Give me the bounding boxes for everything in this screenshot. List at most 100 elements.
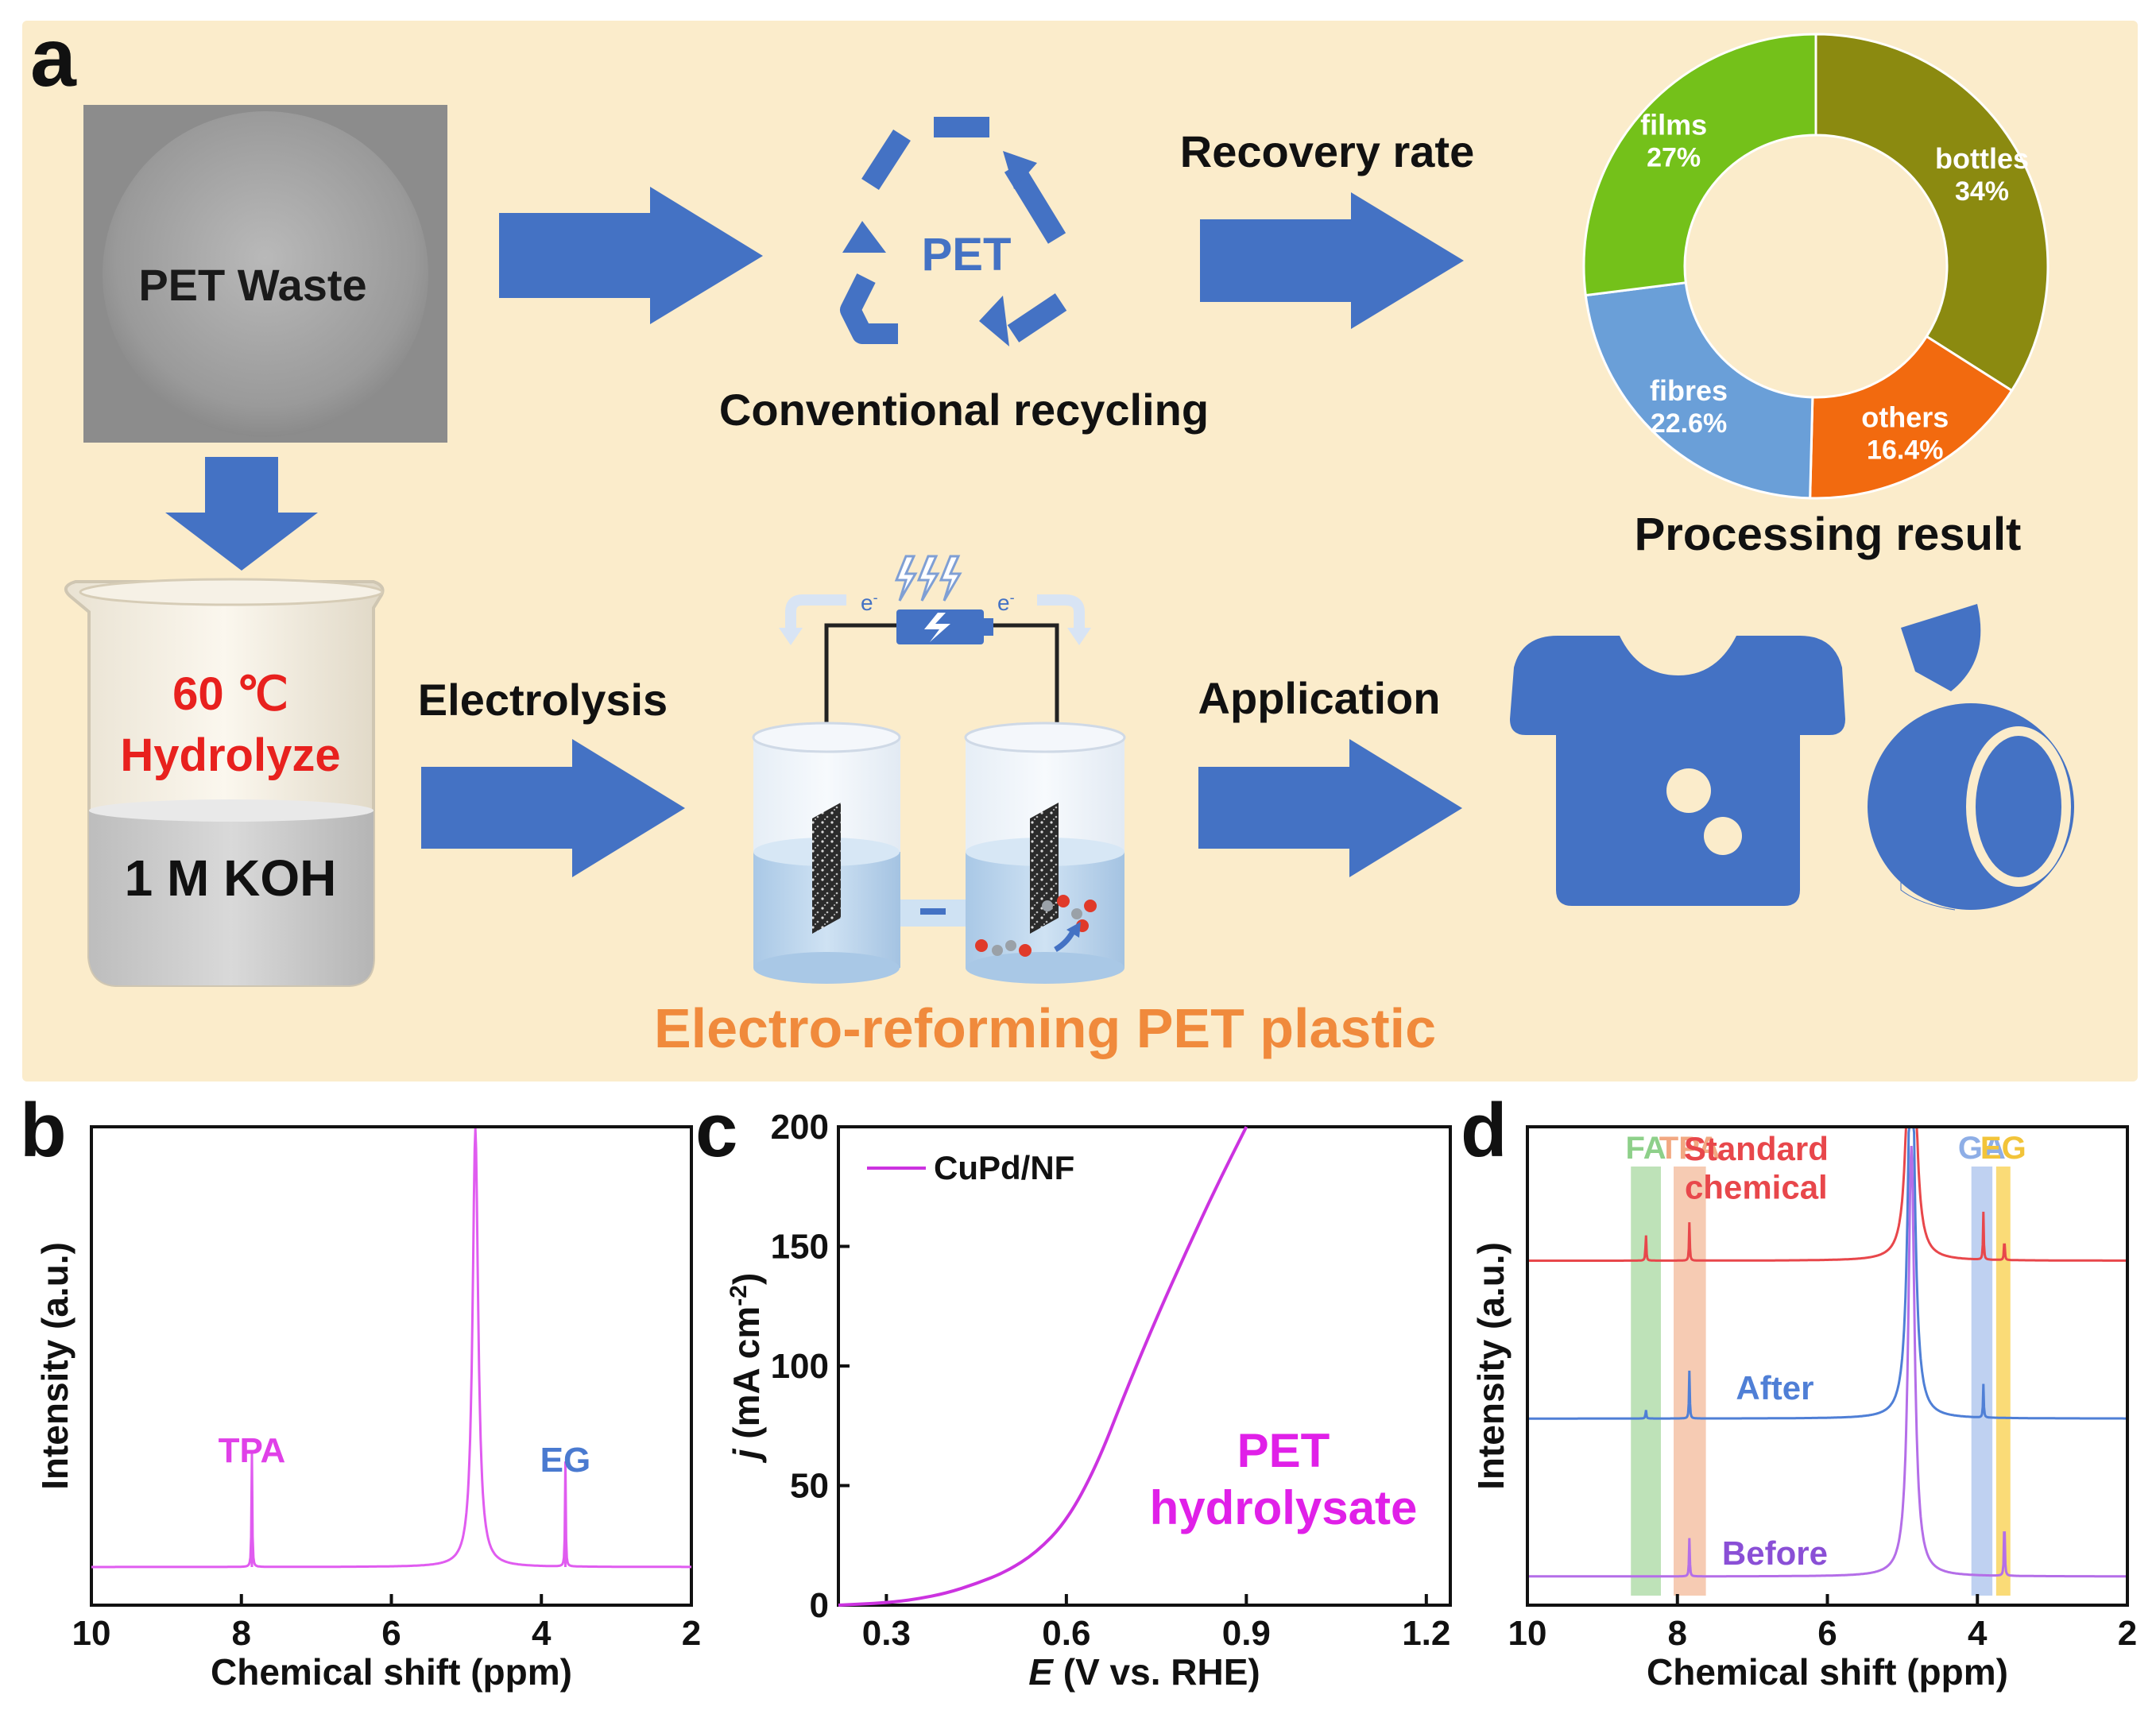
chart-c-x-tick-label: 0.3 <box>862 1614 911 1653</box>
chart-c-y-axis-label: j (mA cm-2) <box>726 1273 767 1464</box>
chart-d-series-label-standard-line2: chemical <box>1685 1168 1828 1205</box>
electron-flow-arrow-left <box>785 594 846 632</box>
electrolysis-label: Electrolysis <box>418 675 668 725</box>
pet-waste-photo: PET Waste <box>83 105 447 443</box>
chart-d-series-line-after <box>1527 1125 2127 1420</box>
chart-d-band-label-ga: GA <box>1958 1131 2006 1166</box>
chart-b-y-axis-label: Intensity (a.u.) <box>34 1242 75 1490</box>
processing-result-label: Processing result <box>1635 509 2022 560</box>
donut-label-fibres: fibres <box>1650 374 1728 407</box>
chart-d-band-label-fa: FA <box>1626 1131 1666 1166</box>
chart-d-series-label-before: Before <box>1722 1534 1828 1572</box>
chart-b-x-axis-label: Chemical shift (ppm) <box>211 1651 572 1693</box>
chart-c-x-tick-label: 0.9 <box>1222 1614 1271 1653</box>
tshirt-icon <box>1510 636 1845 906</box>
donut-slice-films <box>1582 33 1817 297</box>
chart-b-annotation-eg: EG <box>540 1441 591 1480</box>
panel-a-footer-title: Electro-reforming PET plastic <box>654 997 1436 1059</box>
tape-roll-icon <box>1868 604 2074 911</box>
chart-b-x-tick-label: 6 <box>381 1614 401 1653</box>
chart-d-series-label-standard-line1: Standard <box>1684 1130 1829 1167</box>
chart-c-legend-label: CuPd/NF <box>934 1149 1074 1186</box>
chart-d-series-line-standard-chemical <box>1527 1125 2127 1262</box>
arrow-to-donut <box>1200 192 1464 329</box>
anode-electrode <box>812 803 841 934</box>
chart-c-y-tick-label: 150 <box>771 1228 829 1267</box>
arrow-to-recycling <box>499 187 763 324</box>
donut-slice-bottles <box>1814 33 2050 393</box>
donut-value-bottles: 34% <box>1955 176 2009 207</box>
chart-c-x-tick-label: 1.2 <box>1402 1614 1450 1653</box>
pet-waste-label: PET Waste <box>138 260 366 310</box>
chart-b-x-tick-label: 2 <box>682 1614 701 1653</box>
chart-d-x-tick-label: 6 <box>1817 1614 1837 1653</box>
chart-c-y-tick-label: 100 <box>771 1347 829 1386</box>
panel-b: b 10 8 6 4 2 TPA EG Chemical shift (ppm) Intensi… <box>20 1088 701 1693</box>
arrow-to-electrolysis <box>421 739 685 877</box>
chart-d-band-label-tpa: TPA <box>1659 1131 1721 1166</box>
chart-d-x-tick-label: 10 <box>1508 1614 1547 1653</box>
recycling-pet-label: PET <box>922 229 1012 281</box>
beaker-temperature-label: 60 ℃ <box>172 668 288 720</box>
application-label: Application <box>1198 673 1441 723</box>
chart-c-annotation-line2: hydrolysate <box>1150 1481 1418 1534</box>
panel-b-letter: b <box>20 1088 67 1173</box>
conventional-recycling-label: Conventional recycling <box>719 385 1209 435</box>
arrow-down-to-beaker <box>165 457 318 571</box>
electron-flow-arrow-right <box>1037 594 1085 632</box>
chart-c-x-tick-label: 0.6 <box>1042 1614 1090 1653</box>
cathode-electrode <box>1030 803 1059 934</box>
electrolysis-cell: e- e- <box>752 555 1126 984</box>
chart-c-annotation-line1: PET <box>1237 1424 1330 1477</box>
chart-c-y-tick-label: 200 <box>771 1108 829 1147</box>
electron-label-left: e- <box>861 590 878 615</box>
electron-label-right: e- <box>997 590 1015 615</box>
chart-d-band-eg <box>1995 1167 2011 1596</box>
donut-label-others: others <box>1861 400 1949 433</box>
chart-d-band-label-eg: EG <box>1980 1131 2026 1166</box>
donut-value-fibres: 22.6% <box>1651 408 1727 439</box>
donut-slice-others <box>1809 335 2014 500</box>
beaker-koh-label: 1 M KOH <box>125 849 337 907</box>
electricity-icon <box>894 555 962 602</box>
chart-b-x-tick-label: 8 <box>232 1614 251 1653</box>
chart-d-y-axis-label: Intensity (a.u.) <box>1470 1242 1512 1490</box>
donut-value-others: 16.4% <box>1867 435 1943 465</box>
recycling-arrowheads <box>842 151 1037 346</box>
panel-c-letter: c <box>695 1088 737 1173</box>
donut-label-films: films <box>1640 108 1707 141</box>
chart-b-x-tick-label: 10 <box>72 1614 111 1653</box>
chart-c-x-axis-label: E (V vs. RHE) <box>1028 1651 1260 1693</box>
chart-c-y-tick-label: 0 <box>810 1586 829 1625</box>
donut-slice-fibres <box>1584 281 1814 500</box>
chart-b-x-tick-label: 4 <box>532 1614 552 1653</box>
nmr-spectrum-chart-b: 10 8 6 4 2 TPA EG Chemical shift (ppm) Intensity… <box>34 1125 701 1693</box>
donut-value-films: 27% <box>1647 142 1701 172</box>
chart-d-x-tick-label: 4 <box>1968 1614 1988 1653</box>
chart-d-x-tick-label: 2 <box>2118 1614 2137 1653</box>
chart-d-band-fa <box>1631 1167 1661 1596</box>
recovery-rate-label: Recovery rate <box>1180 126 1474 176</box>
panel-d-letter: d <box>1461 1088 1508 1173</box>
chart-b-plot-frame <box>90 1125 693 1607</box>
arrow-to-application <box>1198 739 1462 877</box>
chart-d-series-line-before <box>1527 1146 2127 1578</box>
molecule-icon <box>975 895 1097 957</box>
beaker-hydrolyze-label: Hydrolyze <box>120 729 340 781</box>
chart-b-annotation-tpa: TPA <box>219 1431 286 1470</box>
chart-d-x-tick-label: 8 <box>1668 1614 1687 1653</box>
chart-d-series-label-after: After <box>1736 1369 1813 1407</box>
beaker: 60 ℃ Hydrolyze 1 M KOH <box>64 578 385 987</box>
chart-d-x-axis-label: Chemical shift (ppm) <box>1647 1651 2008 1693</box>
donut-label-bottles: bottles <box>1935 142 2029 175</box>
panel-a: a PET Waste PET Conventional recycling R… <box>22 12 2138 1081</box>
panel-a-letter: a <box>30 12 77 104</box>
chart-b-spectrum-line <box>91 1128 691 1569</box>
chart-c-y-tick-label: 50 <box>790 1467 829 1506</box>
